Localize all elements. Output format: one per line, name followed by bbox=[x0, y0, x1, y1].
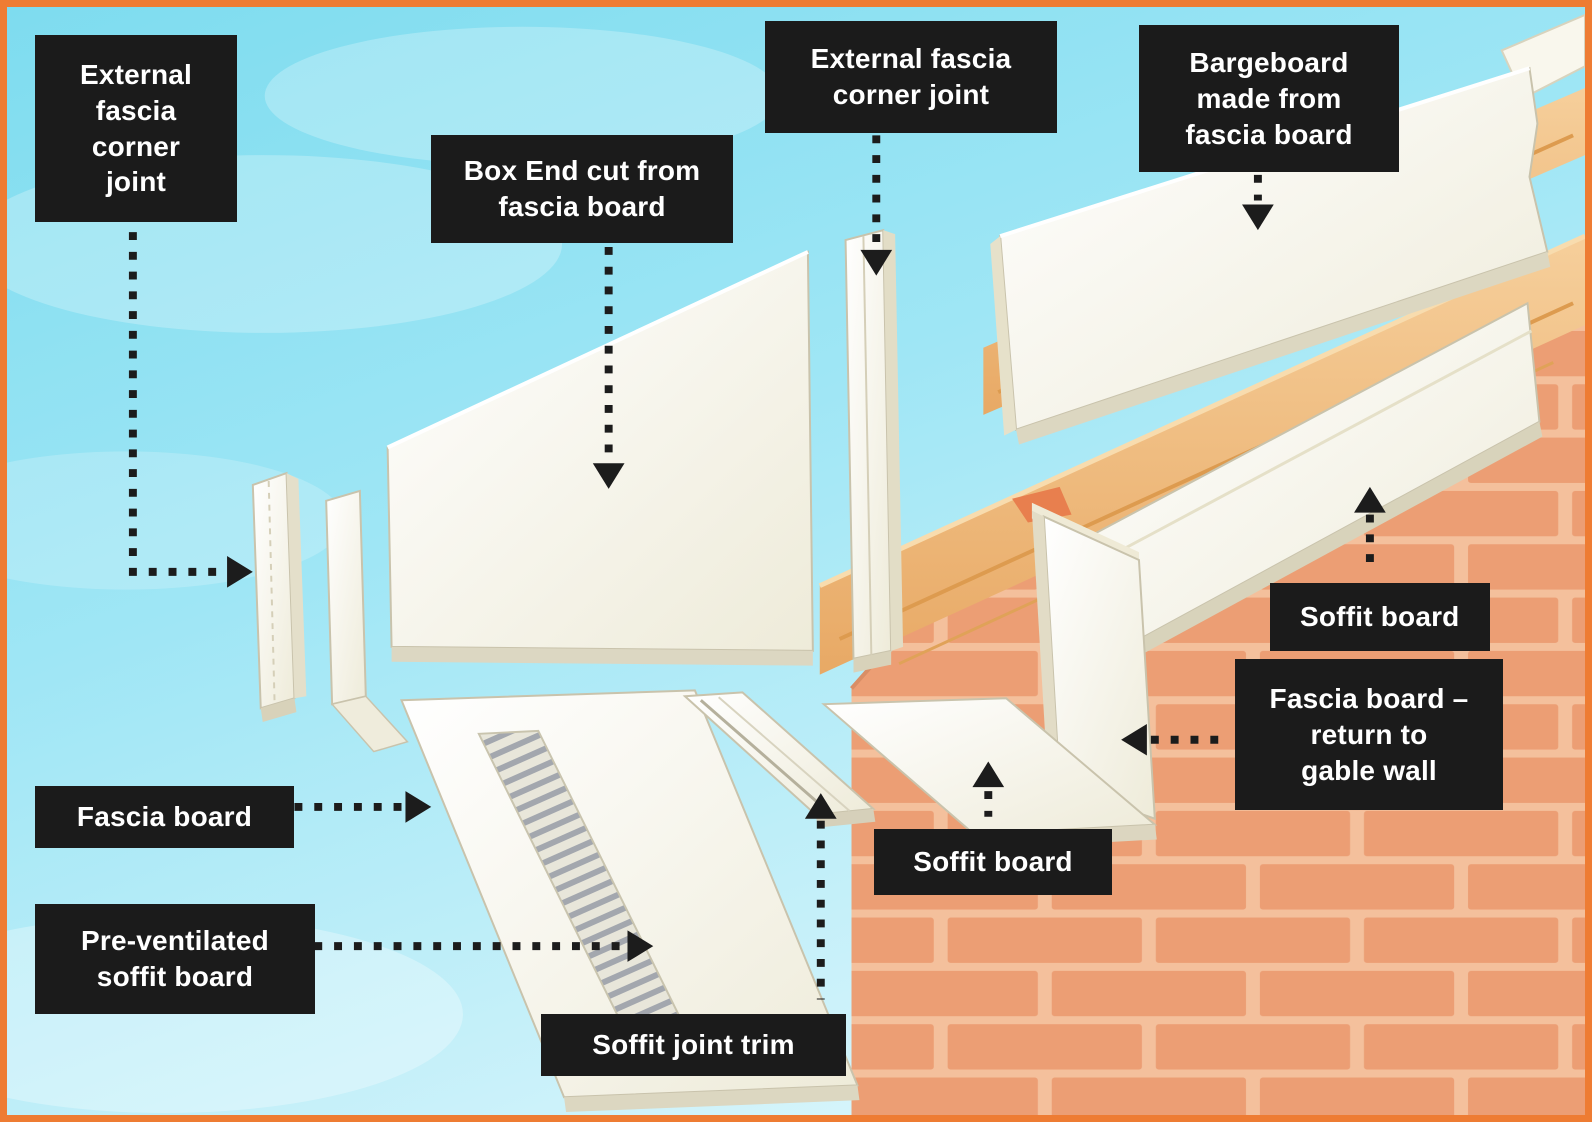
connector-external-fascia-corner-joint-left bbox=[128, 232, 224, 576]
label-external-fascia-corner-joint-left: External fascia corner joint bbox=[35, 35, 237, 223]
connector-arrowheads bbox=[227, 204, 1386, 962]
arrow-up-icon bbox=[972, 761, 1005, 788]
arrow-right-icon bbox=[627, 930, 654, 962]
arrow-up-icon bbox=[804, 793, 837, 819]
corner-joint-left-illustration bbox=[251, 471, 409, 753]
diagram-illustration bbox=[7, 13, 1585, 1115]
arrow-right-icon bbox=[227, 556, 253, 588]
arrow-left-icon bbox=[1121, 723, 1147, 756]
preventilated-soffit-illustration bbox=[400, 689, 860, 1113]
bargeboard-illustration bbox=[990, 66, 1551, 445]
label-soffit-joint-trim: Soffit joint trim bbox=[541, 1014, 846, 1076]
arrow-up-icon bbox=[1354, 486, 1386, 513]
corner-joint-center-illustration bbox=[844, 228, 904, 673]
arrow-down-icon bbox=[860, 249, 893, 276]
label-soffit-board-mid: Soffit board bbox=[874, 829, 1112, 895]
label-fascia-board: Fascia board bbox=[35, 786, 294, 848]
arrow-down-icon bbox=[1242, 204, 1274, 231]
roof-underlay bbox=[1012, 486, 1072, 523]
label-box-end: Box End cut from fascia board bbox=[431, 135, 733, 243]
arrow-down-icon bbox=[592, 463, 625, 489]
fascia-board-illustration bbox=[386, 250, 814, 666]
label-pre-ventilated-soffit-board: Pre-ventilated soffit board bbox=[35, 904, 315, 1014]
connectors bbox=[128, 135, 1374, 1000]
label-external-fascia-corner-joint-top: External fascia corner joint bbox=[765, 21, 1057, 133]
soffit-board-right-illustration bbox=[1092, 301, 1543, 672]
label-bargeboard: Bargeboard made from fascia board bbox=[1139, 25, 1399, 173]
label-fascia-board-return: Fascia board – return to gable wall bbox=[1235, 659, 1503, 811]
label-soffit-board-right: Soffit board bbox=[1270, 583, 1490, 651]
arrow-right-icon bbox=[405, 791, 432, 823]
